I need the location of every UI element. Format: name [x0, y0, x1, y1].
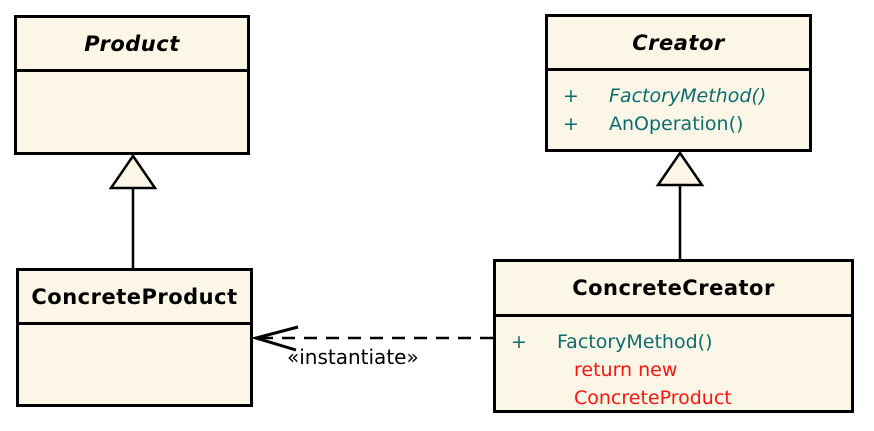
class-box-concrete-creator: ConcreteCreator + FactoryMethod() return… [493, 259, 854, 413]
member-factorymethod-abstract: + FactoryMethod() [548, 82, 809, 110]
member-name: AnOperation() [609, 113, 744, 135]
class-title-concrete-product: ConcreteProduct [19, 271, 250, 325]
member-anoperation: + AnOperation() [548, 110, 809, 138]
code-note-line: ConcreteProduct [574, 387, 732, 409]
class-body-creator: + FactoryMethod() + AnOperation() [548, 71, 809, 138]
generalization-arrowhead-product [108, 153, 158, 190]
instantiate-label: «instantiate» [287, 345, 419, 369]
class-box-creator: Creator + FactoryMethod() + AnOperation(… [545, 14, 812, 152]
class-title-creator: Creator [548, 17, 809, 71]
class-title-concrete-creator: ConcreteCreator [496, 262, 851, 317]
class-body-concrete-creator: + FactoryMethod() return new ConcretePro… [496, 317, 851, 412]
instantiate-arrowhead [250, 325, 299, 352]
visibility-plus: + [563, 85, 579, 107]
visibility-plus: + [511, 331, 527, 353]
class-body-concrete-product [19, 325, 250, 336]
class-box-product: Product [14, 15, 250, 155]
class-box-concrete-product: ConcreteProduct [16, 268, 253, 407]
member-name: FactoryMethod() [609, 85, 767, 107]
code-note-line: return new [574, 359, 678, 381]
visibility-plus: + [563, 113, 579, 135]
member-factorymethod: + FactoryMethod() [496, 328, 851, 356]
member-name: FactoryMethod() [557, 331, 713, 353]
generalization-arrowhead-creator [655, 150, 705, 187]
class-body-product [17, 72, 247, 83]
class-title-product: Product [17, 18, 247, 72]
